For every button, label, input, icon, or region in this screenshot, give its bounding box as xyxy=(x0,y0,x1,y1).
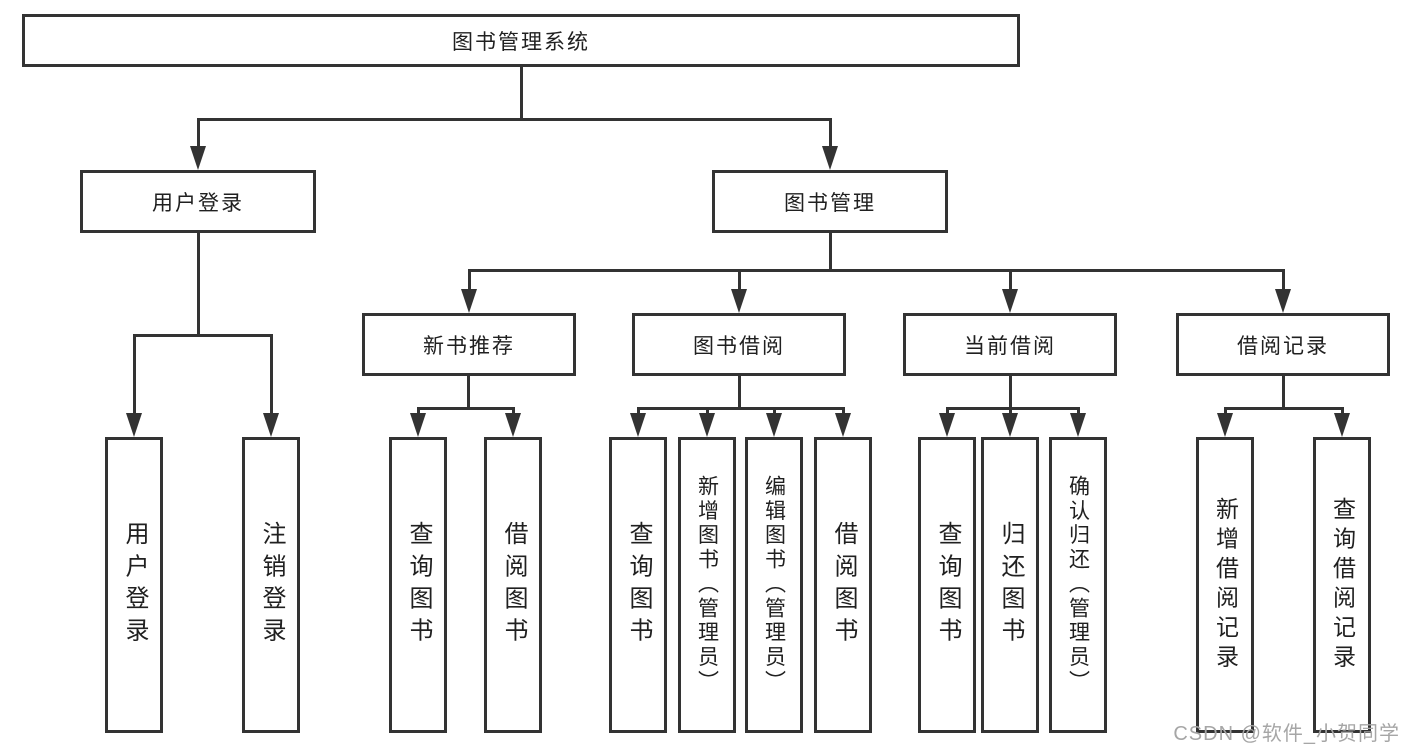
leaf-records-query-record-label: 查询借阅记录 xyxy=(1329,496,1356,674)
connector-book-borrow-drop xyxy=(738,376,741,409)
arrowhead-down-icon xyxy=(190,146,206,170)
connector-user-login-drop xyxy=(197,233,200,336)
node-root: 图书管理系统 xyxy=(22,14,1020,67)
leaf-current-confirm-return-admin: 确认归还（管理员） xyxy=(1049,437,1107,733)
arrowhead-down-icon xyxy=(410,413,426,437)
connector-stem-leaf xyxy=(1009,407,1012,416)
leaf-logout-login-label: 注销登录 xyxy=(258,520,285,650)
connector-stem-leaf xyxy=(842,407,845,416)
connector-stem-book-management xyxy=(829,118,832,148)
connector-book-management-drop xyxy=(829,233,832,271)
leaf-newbook-query-book-label: 查询图书 xyxy=(405,520,432,650)
arrowhead-down-icon xyxy=(461,289,477,313)
connector-stem-leaf xyxy=(417,407,420,416)
node-current-borrow: 当前借阅 xyxy=(903,313,1117,376)
leaf-logout-login: 注销登录 xyxy=(242,437,300,733)
connector-stem-leaf xyxy=(637,407,640,416)
arrowhead-down-icon xyxy=(1002,289,1018,313)
leaf-current-query-book-label: 查询图书 xyxy=(934,520,961,650)
node-current-borrow-label: 当前借阅 xyxy=(964,334,1056,358)
connector-stem-book-borrow xyxy=(738,269,741,292)
arrowhead-down-icon xyxy=(939,413,955,437)
connector-current-borrow-hbar xyxy=(946,407,1080,410)
leaf-user-login-label: 用户登录 xyxy=(121,520,148,650)
leaf-records-add-record-label: 新增借阅记录 xyxy=(1212,496,1239,674)
node-borrow-records: 借阅记录 xyxy=(1176,313,1390,376)
connector-stem-leaf xyxy=(270,334,273,415)
leaf-borrow-borrow-book-label: 借阅图书 xyxy=(830,520,857,650)
connector-root-drop xyxy=(520,67,523,118)
leaf-user-login: 用户登录 xyxy=(105,437,163,733)
leaf-borrow-add-book-admin: 新增图书（管理员） xyxy=(678,437,736,733)
node-book-borrow: 图书借阅 xyxy=(632,313,846,376)
leaf-newbook-borrow-book-label: 借阅图书 xyxy=(500,520,527,650)
node-book-borrow-label: 图书借阅 xyxy=(693,334,785,358)
node-root-label: 图书管理系统 xyxy=(452,30,590,54)
leaf-current-query-book: 查询图书 xyxy=(918,437,976,733)
connector-new-book-hbar xyxy=(417,407,515,410)
connector-stem-leaf xyxy=(773,407,776,416)
connector-borrow-records-drop xyxy=(1282,376,1285,409)
connector-stem-user-login xyxy=(197,118,200,148)
leaf-borrow-edit-book-admin-label: 编辑图书（管理员） xyxy=(762,475,786,695)
arrowhead-down-icon xyxy=(1002,413,1018,437)
connector-book-borrow-hbar xyxy=(637,407,845,410)
arrowhead-down-icon xyxy=(630,413,646,437)
connector-current-borrow-drop xyxy=(1009,376,1012,409)
leaf-current-return-book-label: 归还图书 xyxy=(997,520,1024,650)
connector-stem-current-borrow xyxy=(1009,269,1012,292)
leaf-newbook-query-book: 查询图书 xyxy=(389,437,447,733)
node-book-management: 图书管理 xyxy=(712,170,948,233)
arrowhead-down-icon xyxy=(699,413,715,437)
connector-borrow-records-hbar xyxy=(1224,407,1344,410)
connector-stem-borrow-records xyxy=(1282,269,1285,292)
leaf-borrow-edit-book-admin: 编辑图书（管理员） xyxy=(745,437,803,733)
arrowhead-down-icon xyxy=(822,146,838,170)
arrowhead-down-icon xyxy=(766,413,782,437)
leaf-records-query-record: 查询借阅记录 xyxy=(1313,437,1371,733)
connector-stem-leaf xyxy=(133,334,136,415)
connector-level2-hbar xyxy=(197,118,832,121)
arrowhead-down-icon xyxy=(126,413,142,437)
node-new-book-recommend-label: 新书推荐 xyxy=(423,334,515,358)
leaf-borrow-query-book: 查询图书 xyxy=(609,437,667,733)
connector-stem-leaf xyxy=(1341,407,1344,416)
connector-stem-new-book xyxy=(468,269,471,292)
node-user-login-label: 用户登录 xyxy=(152,191,244,215)
leaf-current-return-book: 归还图书 xyxy=(981,437,1039,733)
leaf-borrow-add-book-admin-label: 新增图书（管理员） xyxy=(695,475,719,695)
arrowhead-down-icon xyxy=(505,413,521,437)
arrowhead-down-icon xyxy=(1275,289,1291,313)
connector-stem-leaf xyxy=(1077,407,1080,416)
arrowhead-down-icon xyxy=(835,413,851,437)
connector-stem-leaf xyxy=(1224,407,1227,416)
connector-stem-leaf xyxy=(706,407,709,416)
arrowhead-down-icon xyxy=(1334,413,1350,437)
node-user-login: 用户登录 xyxy=(80,170,316,233)
connector-stem-leaf xyxy=(946,407,949,416)
node-borrow-records-label: 借阅记录 xyxy=(1237,334,1329,358)
leaf-records-add-record: 新增借阅记录 xyxy=(1196,437,1254,733)
arrowhead-down-icon xyxy=(1217,413,1233,437)
connector-level3-hbar xyxy=(468,269,1285,272)
arrowhead-down-icon xyxy=(263,413,279,437)
leaf-current-confirm-return-admin-label: 确认归还（管理员） xyxy=(1066,475,1090,695)
leaf-newbook-borrow-book: 借阅图书 xyxy=(484,437,542,733)
connector-user-login-hbar xyxy=(133,334,273,337)
connector-new-book-drop xyxy=(467,376,470,409)
node-book-management-label: 图书管理 xyxy=(784,191,876,215)
csdn-watermark: CSDN @软件_小贺同学 xyxy=(1173,723,1400,745)
leaf-borrow-borrow-book: 借阅图书 xyxy=(814,437,872,733)
connector-stem-leaf xyxy=(512,407,515,416)
node-new-book-recommend: 新书推荐 xyxy=(362,313,576,376)
leaf-borrow-query-book-label: 查询图书 xyxy=(625,520,652,650)
arrowhead-down-icon xyxy=(731,289,747,313)
arrowhead-down-icon xyxy=(1070,413,1086,437)
